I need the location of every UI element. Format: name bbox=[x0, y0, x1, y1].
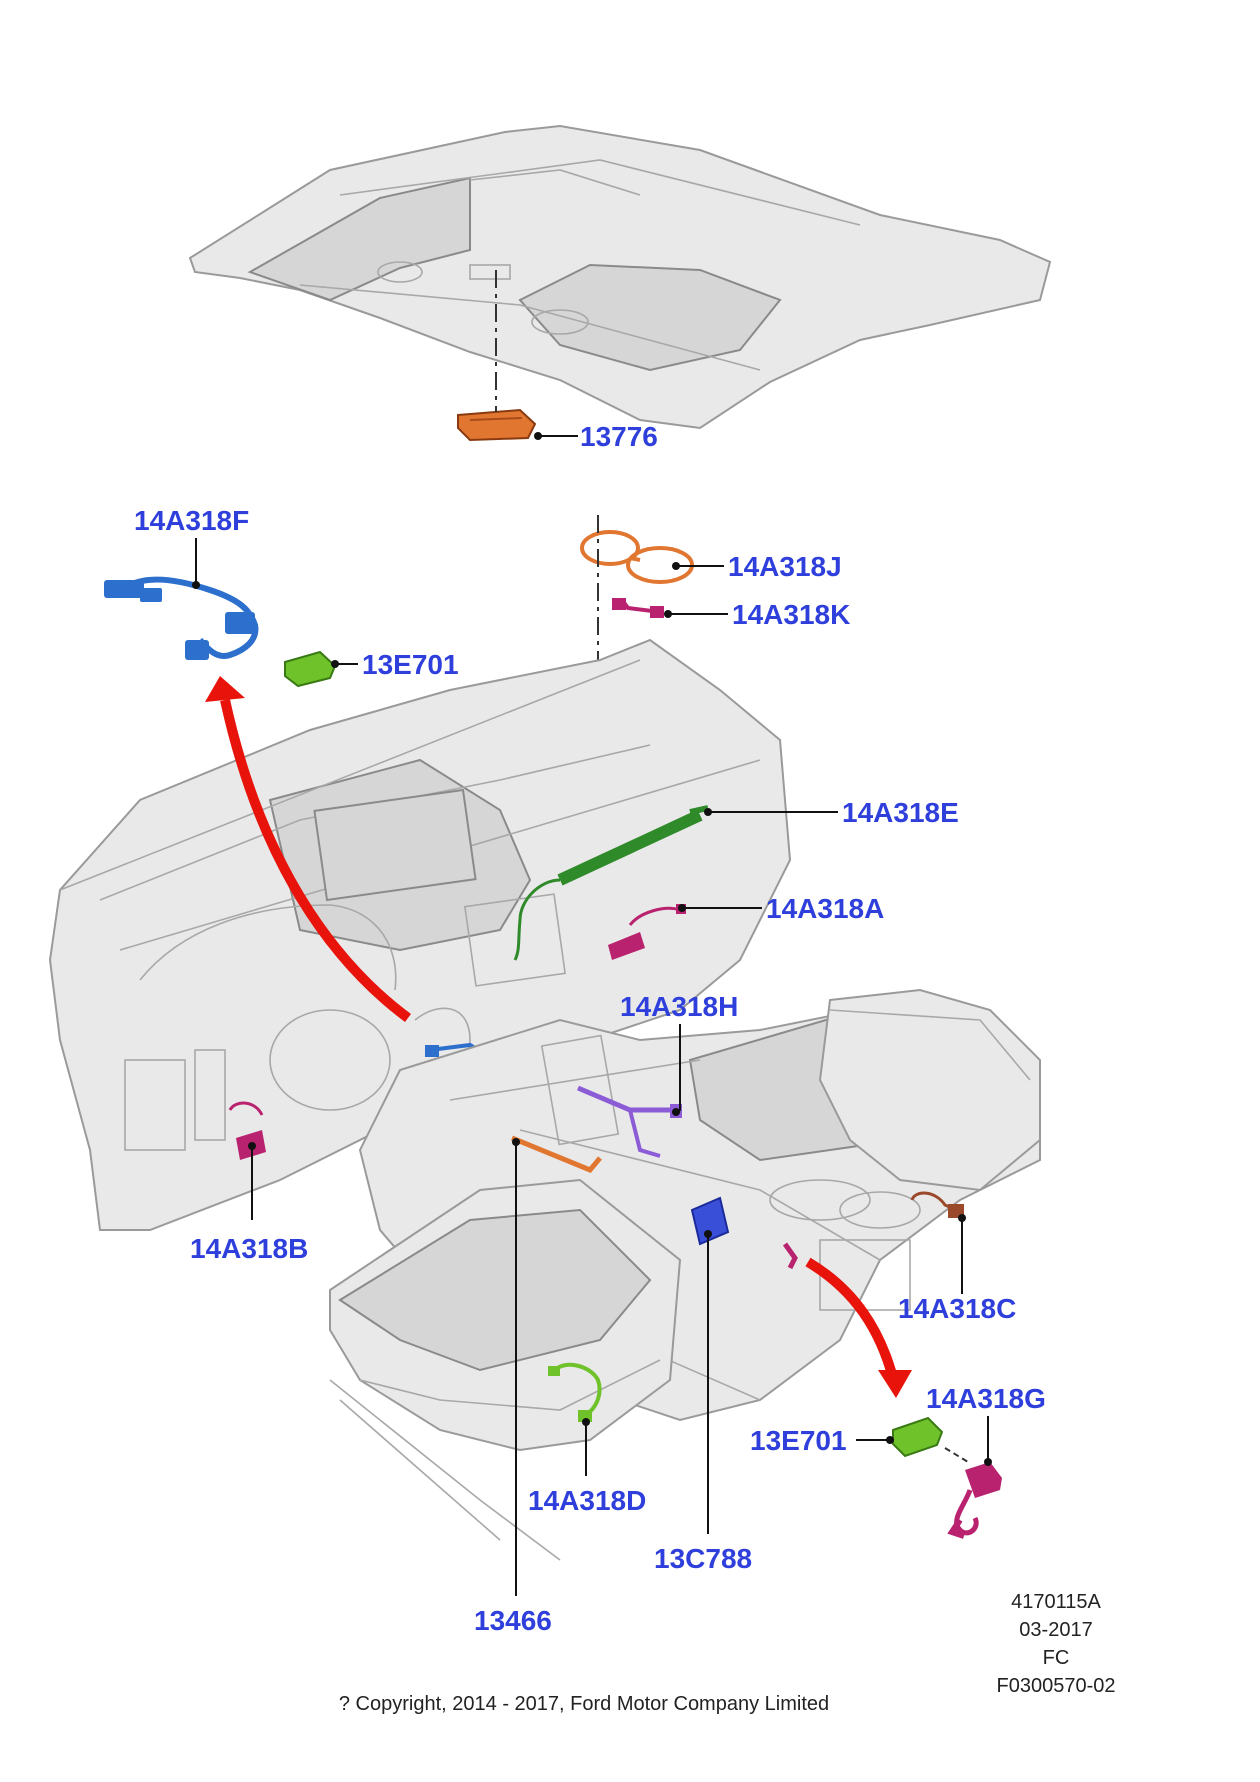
module-13E701-bottom bbox=[892, 1416, 944, 1458]
harness-14A318G bbox=[944, 1447, 1002, 1539]
callout-13E701-bottom: 13E701 bbox=[750, 1425, 847, 1456]
callout-14A318J: 14A318J bbox=[728, 551, 842, 582]
overhead-console bbox=[457, 408, 537, 442]
harness-14A318E bbox=[513, 805, 709, 961]
arrow-red-lower bbox=[805, 1257, 898, 1380]
seat-cushion bbox=[329, 1178, 682, 1561]
arrow-red-upper-head bbox=[205, 676, 245, 702]
drawing-reference: F0300570-02 bbox=[997, 1675, 1116, 1697]
callout-14A318A: 14A318A bbox=[766, 893, 884, 924]
arrow-red-upper bbox=[220, 698, 411, 1023]
headliner bbox=[188, 124, 1052, 430]
instrument-panel bbox=[48, 638, 792, 1231]
callout-13466: 13466 bbox=[474, 1605, 552, 1636]
callout-13776: 13776 bbox=[580, 421, 658, 452]
drawing-number: 4170115A bbox=[1011, 1591, 1101, 1613]
callout-14A318E: 14A318E bbox=[842, 797, 959, 828]
callout-14A318F: 14A318F bbox=[134, 505, 249, 536]
drawing-code: FC bbox=[1043, 1647, 1070, 1669]
arrow-red-lower-head bbox=[878, 1370, 912, 1398]
drawing-date: 03-2017 bbox=[1019, 1619, 1092, 1641]
callout-13C788: 13C788 bbox=[654, 1543, 752, 1574]
harness-14A318C bbox=[910, 1191, 964, 1218]
callout-14A318C: 14A318C bbox=[898, 1293, 1016, 1324]
callout-14A318D: 14A318D bbox=[528, 1485, 646, 1516]
callout-14A318H: 14A318H bbox=[620, 991, 738, 1022]
leader-lines bbox=[192, 432, 992, 1596]
callout-14A318G: 14A318G bbox=[926, 1383, 1046, 1414]
callout-13E701-top: 13E701 bbox=[362, 649, 459, 680]
harness-14A318F bbox=[104, 576, 259, 660]
harness-13466 bbox=[511, 1135, 602, 1174]
copyright-notice: ? Copyright, 2014 - 2017, Ford Motor Com… bbox=[339, 1693, 829, 1715]
module-13E701-top bbox=[284, 650, 337, 688]
rear-seat-cushion bbox=[818, 988, 1041, 1192]
harness-console-rear bbox=[782, 1242, 798, 1270]
harness-14A318K bbox=[612, 598, 664, 618]
callout-14A318B: 14A318B bbox=[190, 1233, 308, 1264]
callout-14A318K: 14A318K bbox=[732, 599, 850, 630]
module-13C788 bbox=[690, 1196, 730, 1246]
